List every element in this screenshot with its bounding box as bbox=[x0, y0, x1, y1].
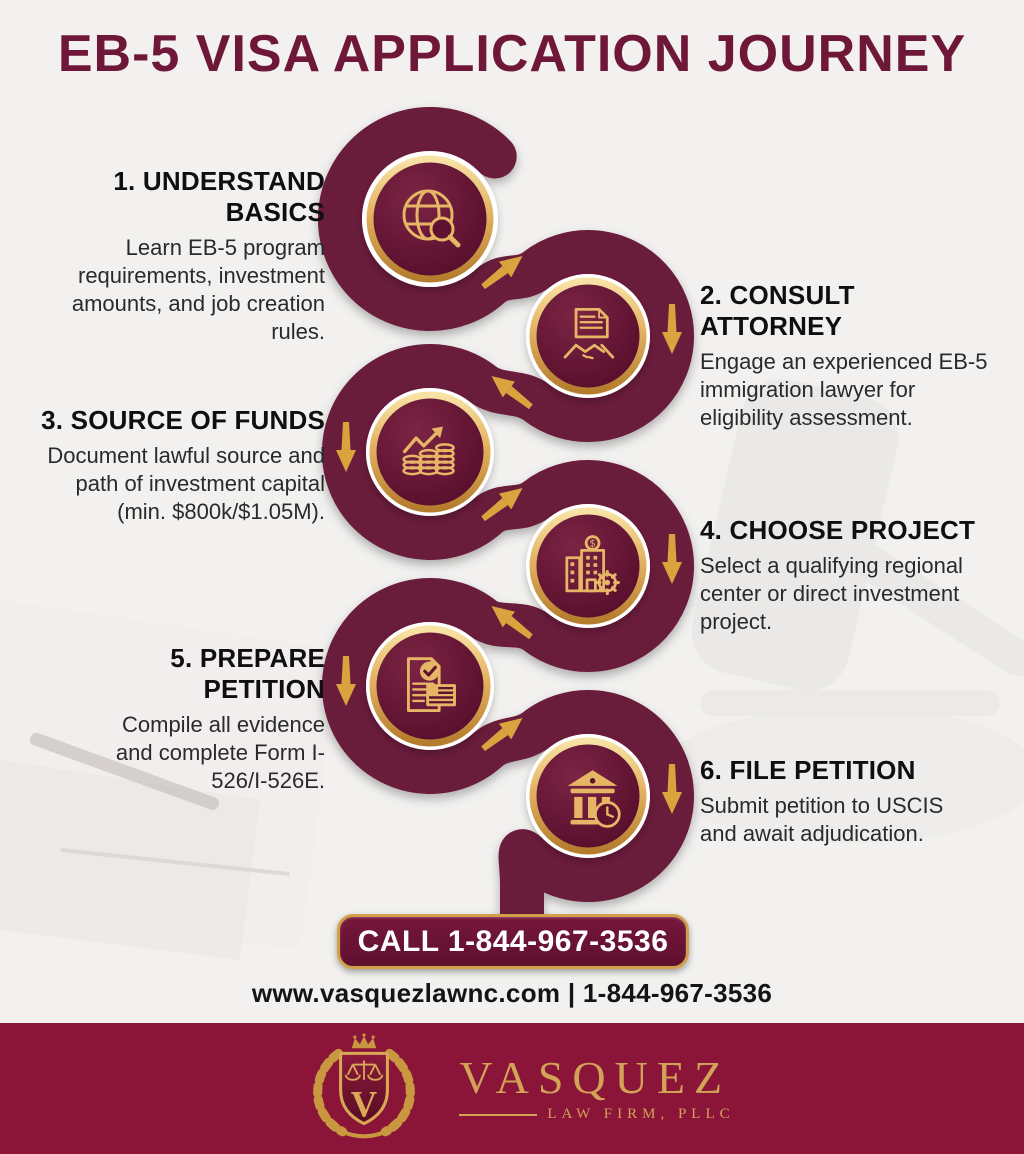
step-6-heading: 6. FILE PETITION bbox=[700, 755, 916, 785]
step-5-block: 5. PREPARE PETITION Compile all evidence… bbox=[85, 643, 325, 795]
step-3-heading: 3. SOURCE OF FUNDS bbox=[41, 405, 325, 435]
bank-clock-icon bbox=[567, 770, 621, 828]
globe-search-icon bbox=[402, 189, 461, 248]
step-3-badge bbox=[369, 391, 491, 513]
firm-subtitle: LAW FIRM, PLLC bbox=[547, 1106, 735, 1123]
step-2-heading: 2. CONSULT ATTORNEY bbox=[700, 280, 855, 341]
step-6-block: 6. FILE PETITION Submit petition to USCI… bbox=[700, 755, 985, 848]
step-5-heading: 5. PREPARE PETITION bbox=[170, 643, 325, 704]
step-1-description: Learn EB-5 program requirements, investm… bbox=[71, 235, 325, 344]
scales-of-justice-icon bbox=[345, 1059, 384, 1081]
step-4-description: Select a qualifying regional center or d… bbox=[700, 553, 963, 634]
shield-icon bbox=[339, 1051, 390, 1125]
step-4-block: 4. CHOOSE PROJECT Select a qualifying re… bbox=[700, 515, 992, 636]
building-gear-icon: $ bbox=[565, 535, 620, 596]
step-1-badge bbox=[366, 155, 494, 283]
call-cta-button[interactable]: CALL 1-844-967-3536 bbox=[337, 914, 689, 969]
step-1-block: 1. UNDERSTAND BASICS Learn EB-5 program … bbox=[45, 166, 325, 346]
infographic-title: EB-5 VISA APPLICATION JOURNEY bbox=[57, 25, 967, 83]
background-gavel-art bbox=[660, 379, 1024, 843]
step-3-block: 3. SOURCE OF FUNDS Document lawful sourc… bbox=[38, 405, 325, 526]
svg-text:$: $ bbox=[589, 539, 595, 550]
crown-icon bbox=[352, 1032, 377, 1048]
step-6-badge bbox=[529, 737, 647, 855]
step-4-heading: 4. CHOOSE PROJECT bbox=[700, 515, 976, 545]
step-3-description: Document lawful source and path of inves… bbox=[47, 443, 325, 524]
petition-check-flag-icon bbox=[407, 657, 456, 712]
contact-line: www.vasquezlawnc.com | 1-844-967-3536 bbox=[251, 978, 773, 1008]
document-handshake-icon bbox=[563, 307, 615, 360]
firm-subtitle-row: LAW FIRM, PLLC bbox=[459, 1106, 734, 1123]
footer: V VASQUEZ LAW FIRM, PLLC bbox=[0, 1023, 1024, 1154]
step-1-heading: 1. UNDERSTAND BASICS bbox=[113, 166, 325, 227]
vasquez-law-firm-logo: V bbox=[313, 1032, 416, 1138]
coins-growth-icon bbox=[402, 426, 455, 476]
brand-text: VASQUEZ LAW FIRM, PLLC bbox=[459, 1051, 734, 1123]
firm-name: VASQUEZ bbox=[459, 1051, 732, 1103]
step-5-description: Compile all evidence and complete Form I… bbox=[115, 712, 325, 793]
laurel-wreath-icon bbox=[313, 1048, 416, 1138]
step-6-description: Submit petition to USCIS and await adjud… bbox=[700, 793, 944, 846]
background-papers-art bbox=[0, 600, 340, 960]
step-2-block: 2. CONSULT ATTORNEY Engage an experience… bbox=[700, 280, 1000, 432]
monogram-v: V bbox=[351, 1083, 378, 1124]
gold-divider-line bbox=[459, 1113, 538, 1116]
step-2-description: Engage an experienced EB-5 immigration l… bbox=[700, 349, 988, 430]
journey-ribbon bbox=[318, 107, 694, 950]
